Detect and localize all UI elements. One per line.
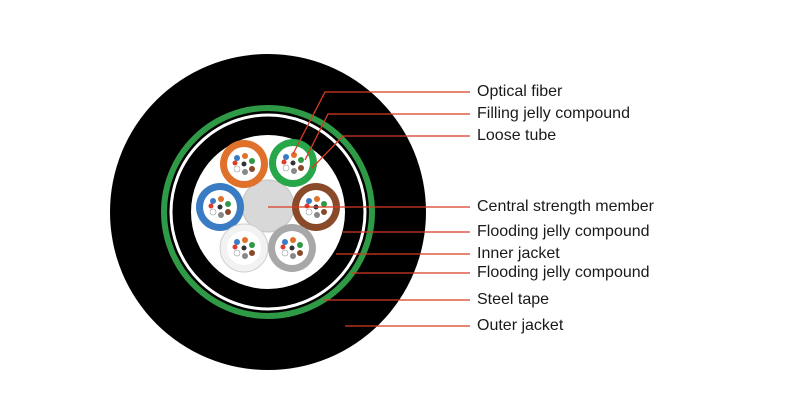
loose-tube-orange bbox=[220, 140, 268, 188]
label-flooding-jelly-1: Flooding jelly compound bbox=[477, 223, 650, 240]
label-central-member: Central strength member bbox=[477, 198, 654, 215]
label-flooding-jelly-2: Flooding jelly compound bbox=[477, 264, 650, 281]
leader-lines bbox=[268, 91, 470, 327]
label-filling-jelly: Filling jelly compound bbox=[477, 105, 630, 122]
loose-tube-green bbox=[269, 139, 317, 187]
leader-optical-fiber bbox=[292, 91, 470, 155]
leader-loose-tube bbox=[311, 135, 470, 169]
loose-tube-white bbox=[219, 223, 269, 273]
label-loose-tube: Loose tube bbox=[477, 127, 557, 144]
label-steel-tape: Steel tape bbox=[477, 291, 550, 308]
inner-jacket bbox=[169, 113, 367, 311]
label-outer-jacket: Outer jacket bbox=[477, 317, 564, 334]
steel-tape bbox=[161, 105, 375, 319]
loose-tube-blue bbox=[196, 183, 244, 231]
loose-tube-gray bbox=[268, 224, 316, 272]
label-optical-fiber: Optical fiber bbox=[477, 83, 563, 100]
leader-filling-jelly bbox=[304, 113, 470, 161]
label-inner-jacket: Inner jacket bbox=[477, 245, 560, 262]
